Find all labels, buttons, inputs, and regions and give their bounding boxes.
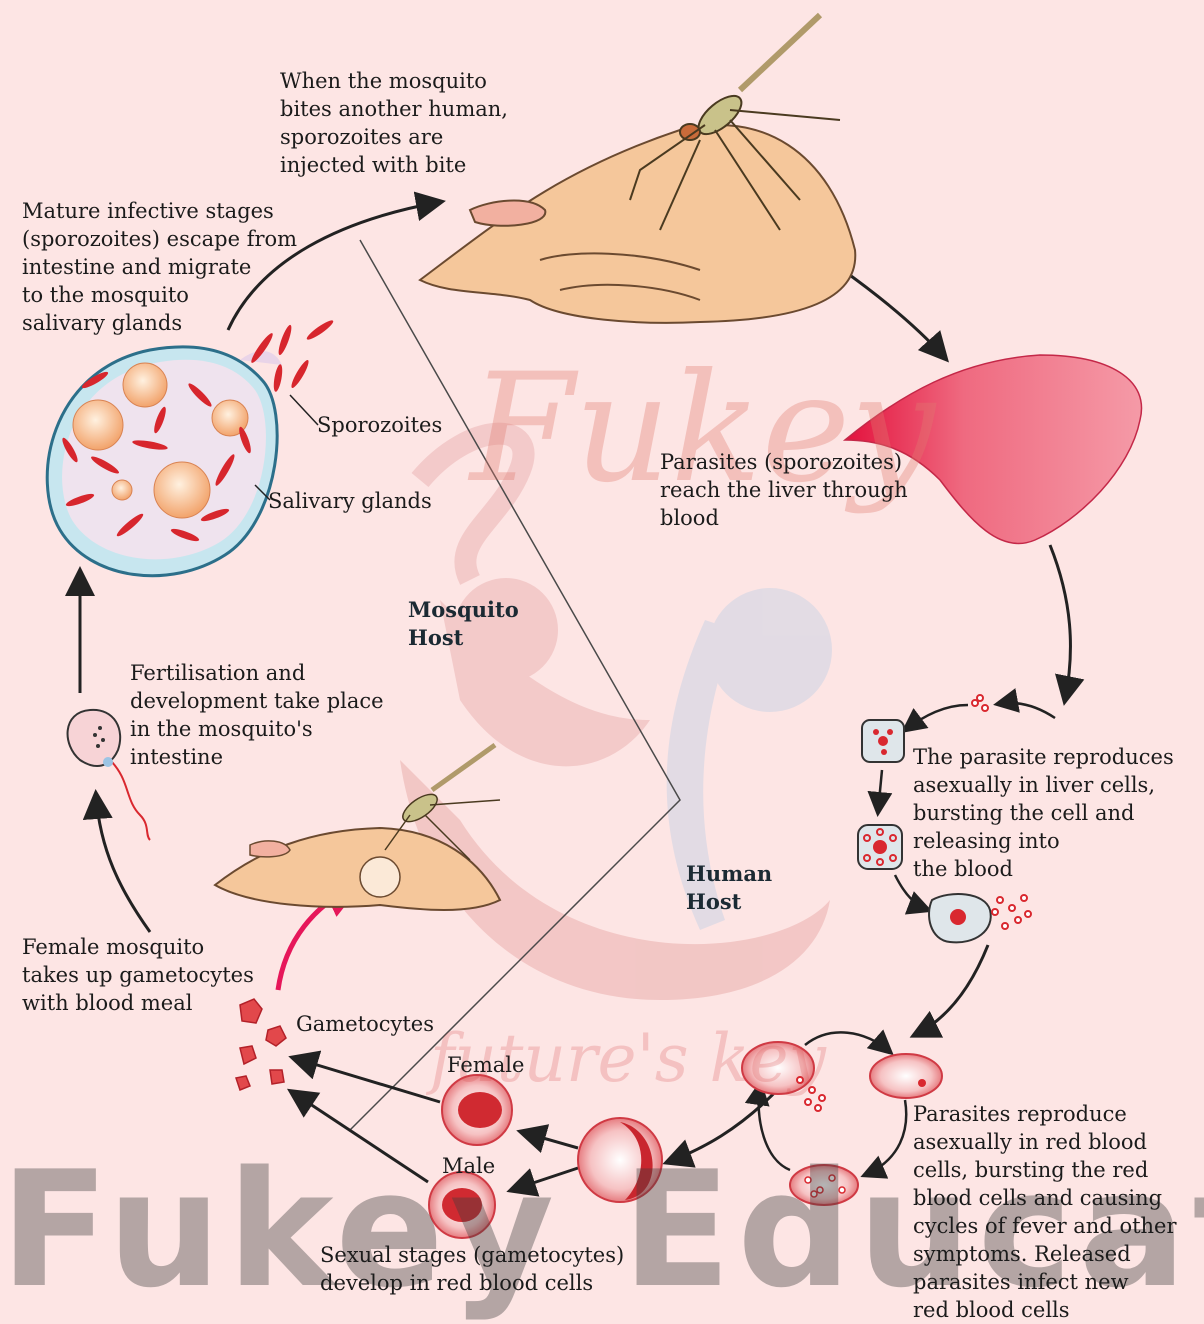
label-mature-stages: Mature infective stages (sporozoites) es… — [22, 197, 297, 337]
arrow-release-loop — [998, 703, 1055, 718]
label-sexual-stages: Sexual stages (gametocytes) develop in r… — [320, 1241, 624, 1297]
arrow-liver-to-cells — [1050, 545, 1070, 700]
label-sporozoites: Sporozoites — [317, 411, 442, 439]
label-rbc-reproduce: Parasites reproduce asexually in red blo… — [913, 1100, 1177, 1324]
label-mosquito-bites: When the mosquito bites another human, s… — [280, 67, 508, 179]
arrow-into-liver-cell — [905, 705, 968, 730]
label-female: Female — [447, 1051, 524, 1079]
arrow-liver-cell-growth — [878, 770, 882, 812]
arrow-female-to-gametocytes — [294, 1058, 440, 1102]
label-reach-liver: Parasites (sporozoites) reach the liver … — [660, 448, 908, 532]
label-salivary-glands: Salivary glands — [268, 487, 432, 515]
human-host-label: Human Host — [686, 860, 772, 916]
label-male: Male — [442, 1152, 495, 1180]
label-female-mosquito: Female mosquito takes up gametocytes wit… — [22, 933, 254, 1017]
label-fertilisation: Fertilisation and development take place… — [130, 659, 384, 771]
mosquito-host-label: Mosquito Host — [408, 596, 519, 652]
arrow-to-rbc — [915, 945, 988, 1035]
label-gametocytes: Gametocytes — [296, 1010, 434, 1038]
salivary-gland-illustration — [47, 318, 335, 576]
label-liver-reproduce: The parasite reproduces asexually in liv… — [913, 743, 1174, 883]
arrow-mosquito-to-intestine — [96, 795, 150, 932]
